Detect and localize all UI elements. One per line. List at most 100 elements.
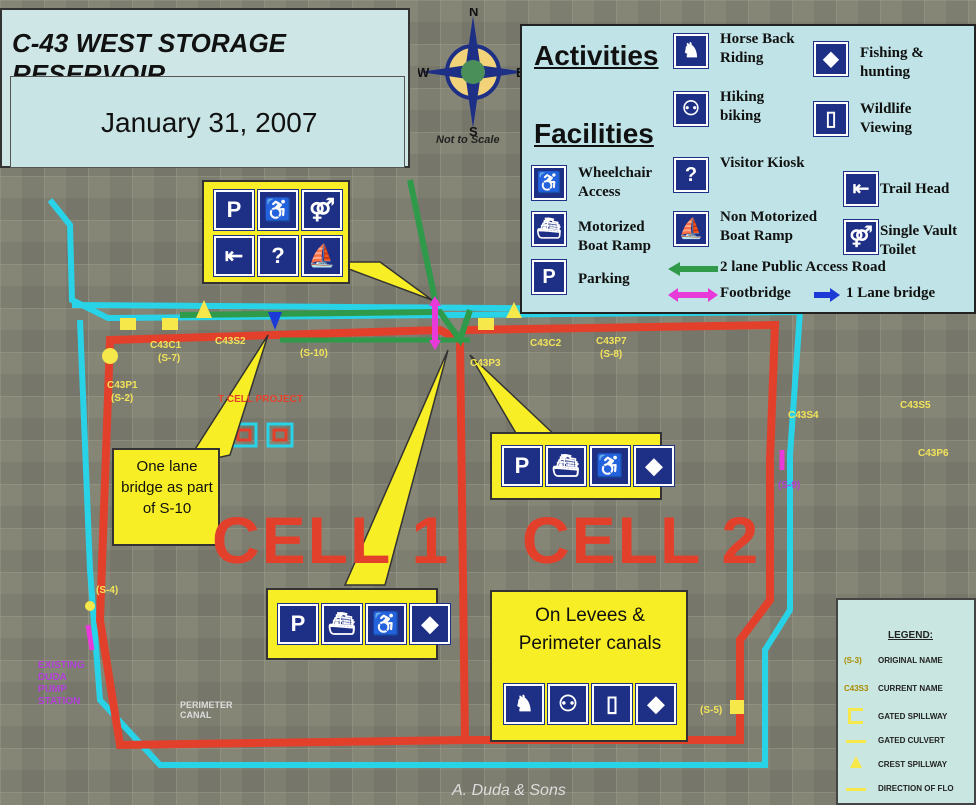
map-date: January 31, 2007: [101, 107, 318, 138]
compass-n: N: [469, 8, 478, 19]
access-road: [179, 308, 473, 347]
horse-riding-icon: ♞: [503, 683, 545, 725]
legend-row-text: DIRECTION OF FLO: [878, 784, 954, 793]
callout-bridge: One lane bridge as part of S-10: [112, 448, 220, 546]
legend-road: 2 lane Public Access Road: [720, 259, 886, 275]
cell2-label: CELL 2: [522, 503, 761, 577]
flow-direction-icon: [846, 788, 866, 791]
compass-s: S: [469, 124, 478, 138]
structures-legend-title: LEGEND:: [888, 630, 933, 641]
legend-footbridge: Footbridge: [720, 285, 791, 301]
road-line-icon: [668, 262, 718, 276]
legend-visitor: Visitor Kiosk: [720, 155, 805, 171]
legend-trailhead: Trail Head: [880, 181, 950, 197]
legend-row-text: CURRENT NAME: [878, 684, 943, 693]
callout-cell2: P ⛴ ♿ ◆: [490, 432, 675, 500]
callout-top-facilities: P ♿ ⚤ ⇤ ? ⛵: [202, 180, 350, 284]
structure-label: C43S4: [788, 410, 819, 421]
gated-culvert-icon: [846, 740, 866, 743]
crest-spillway-icon: [850, 756, 862, 768]
callout-cell1: P ⛴ ♿ ◆: [266, 588, 451, 660]
legend-hiking: Hiking biking: [720, 89, 765, 124]
fishing-icon: ◆: [635, 683, 677, 725]
structure-label: (S-5): [700, 705, 723, 716]
wheelchair-icon: ♿: [589, 445, 631, 487]
cell-project-label: T CELL PROJECT: [218, 394, 303, 405]
cell1-label: CELL 1: [212, 503, 451, 577]
structure-label: (S-7): [158, 353, 181, 364]
wheelchair-icon: ♿: [531, 165, 567, 201]
structure-label: (S-4): [96, 585, 119, 596]
structure-label: C43S5: [900, 400, 931, 411]
date-box: January 31, 2007: [10, 76, 405, 168]
wildlife-icon: ▯: [591, 683, 633, 725]
callout-bridge-text: One lane bridge as part of S-10: [121, 458, 213, 517]
legend-code: (S-3): [844, 656, 862, 665]
callout-levees-text: On Levees & Perimeter canals: [518, 605, 662, 654]
trailhead-icon: ⇤: [843, 171, 879, 207]
structure-label: (S-2): [111, 393, 134, 404]
compass-rose: N S W E Not to Scale: [417, 4, 528, 158]
parking-icon: P: [531, 259, 567, 295]
parking-icon: P: [501, 445, 543, 487]
toilet-icon: ⚤: [301, 189, 343, 231]
facilities-header: Facilities: [534, 118, 654, 149]
activities-header: Activities: [534, 40, 659, 71]
callout-pointer-cell1: [343, 349, 449, 586]
motorized-boat-icon: ⛴: [531, 211, 567, 247]
structure-label: (S-9): [778, 480, 801, 491]
wheelchair-icon: ♿: [257, 189, 299, 231]
callout-pointer-top: [329, 261, 433, 301]
levee-cell2: [464, 320, 780, 744]
visitor-kiosk-icon: ?: [257, 235, 299, 277]
toilet-icon: ⚤: [843, 219, 879, 255]
legend-wildlife: Wildlife Viewing: [860, 101, 912, 136]
horse-riding-icon: ♞: [673, 33, 709, 69]
legend-row-text: CREST SPILLWAY: [878, 760, 948, 769]
structure-label: C43P3: [470, 358, 501, 369]
structure-label: C43C1: [150, 340, 182, 351]
bridge-arrow-icon: [814, 288, 840, 302]
parking-icon: P: [277, 603, 319, 645]
structure-label: C43P7: [596, 336, 627, 347]
structure-label: C43P6: [918, 448, 949, 459]
wildlife-icon: ▯: [813, 101, 849, 137]
scale-note: Not to Scale: [436, 134, 500, 146]
legend-wheelchair: Wheelchair Access: [578, 165, 652, 200]
fishing-icon: ◆: [813, 41, 849, 77]
compass-icon: N S W E: [417, 4, 526, 139]
fishing-icon: ◆: [633, 445, 675, 487]
hiking-icon: ⚇: [547, 683, 589, 725]
parking-icon: P: [213, 189, 255, 231]
wheelchair-icon: ♿: [365, 603, 407, 645]
trailhead-icon: ⇤: [213, 235, 255, 277]
legend-row-text: ORIGINAL NAME: [878, 656, 943, 665]
structures-legend: LEGEND: (S-3) ORIGINAL NAME C43S3 CURREN…: [836, 598, 976, 805]
legend-code: C43S3: [844, 684, 869, 693]
canal-perimeter: [47, 198, 804, 768]
nonmotorized-boat-icon: ⛵: [301, 235, 343, 277]
legend-horse: Horse Back Riding: [720, 31, 795, 66]
nonmotorized-boat-icon: ⛵: [673, 211, 709, 247]
motorized-boat-icon: ⛴: [545, 445, 587, 487]
structure-label: C43C2: [530, 338, 562, 349]
legend-row-text: GATED SPILLWAY: [878, 712, 948, 721]
perimeter-canal-label: PERIMETER CANAL: [180, 700, 233, 720]
structure-label: (S-8): [600, 349, 623, 360]
structure-label: (S-10): [300, 348, 328, 359]
activities-legend: Activities Facilities ♞ Horse Back Ridin…: [520, 24, 976, 314]
legend-row-text: GATED CULVERT: [878, 736, 945, 745]
pump-station-label: EXISTING DUDA PUMP STATION: [38, 660, 85, 707]
fishing-icon: ◆: [409, 603, 451, 645]
gated-spillway-icon: [848, 708, 863, 724]
legend-toilet: Single Vault Toilet: [880, 223, 958, 258]
access-road-north: [407, 179, 438, 301]
company-label: A. Duda & Sons: [452, 782, 566, 799]
title-panel: C-43 WEST STORAGE RESERVOIR January 31, …: [0, 8, 410, 168]
legend-fishing: Fishing & hunting: [860, 45, 924, 80]
hiking-icon: ⚇: [673, 91, 709, 127]
visitor-kiosk-icon: ?: [673, 157, 709, 193]
legend-parking: Parking: [578, 271, 630, 287]
motorized-boat-icon: ⛴: [321, 603, 363, 645]
structure-label: C43P1: [107, 380, 138, 391]
